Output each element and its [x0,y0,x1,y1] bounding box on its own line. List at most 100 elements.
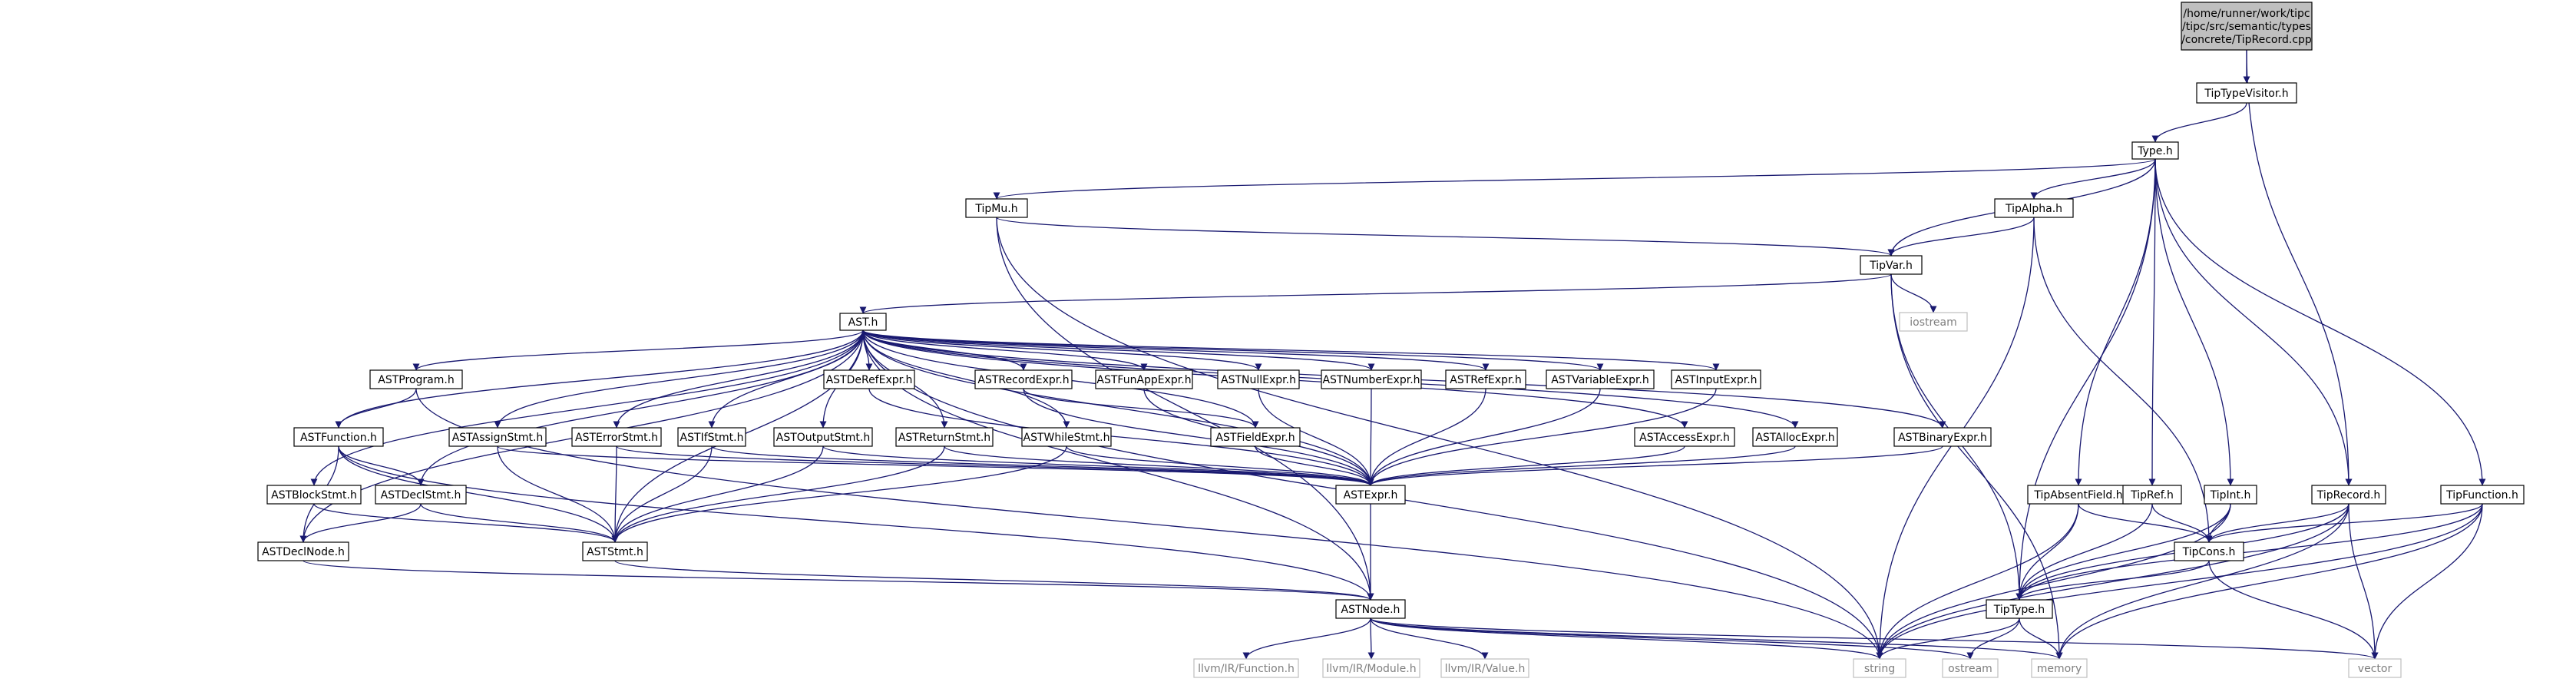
edge-TipType-to-ostream [1966,617,2020,660]
node-TipTypeVisitor[interactable]: TipTypeVisitor.h [2196,82,2297,104]
node-label-root: /home/runner/work/tipc [2183,8,2310,20]
node-ASTIfStmt[interactable]: ASTIfStmt.h [677,427,746,447]
node-TipAlpha[interactable]: TipAlpha.h [1994,198,2074,218]
node-TipRef[interactable]: TipRef.h [2122,485,2182,505]
node-label-TipRecord: TipRecord.h [2316,489,2381,502]
edges-layer [299,49,2486,660]
node-box-ASTDeclNode [257,541,349,561]
node-ASTProgram[interactable]: ASTProgram.h [369,369,463,389]
node-box-ASTFunction [293,427,384,447]
node-ASTAssignStmt[interactable]: ASTAssignStmt.h [448,427,547,447]
edge-TipFunction-to-string [1876,503,2483,660]
node-ASTAccessExpr[interactable]: ASTAccessExpr.h [1634,427,1735,447]
node-ASTErrorStmt[interactable]: ASTErrorStmt.h [571,427,662,447]
node-ASTAllocExpr[interactable]: ASTAllocExpr.h [1752,427,1838,447]
node-ASTBinaryExpr[interactable]: ASTBinaryExpr.h [1893,427,1992,447]
node-TipType[interactable]: TipType.h [1986,599,2053,619]
edge-ASTDeclStmt-to-ASTStmt [420,503,619,543]
node-box-root [2181,2,2313,51]
node-label-Type: Type.h [2137,145,2172,157]
edge-ASTAccessExpr-to-ASTExpr [1367,445,1685,486]
node-ASTNode[interactable]: ASTNode.h [1335,599,1406,619]
node-ASTDeclStmt[interactable]: ASTDeclStmt.h [375,485,467,505]
edge-TipRef-to-TipCons [2151,503,2213,543]
node-label-TipAbsentField: TipAbsentField.h [2033,489,2122,502]
node-ASTStmt[interactable]: ASTStmt.h [582,541,648,561]
node-box-ASTRefExpr [1445,369,1526,389]
node-box-llvmValue [1440,658,1529,678]
node-ASTOutputStmt[interactable]: ASTOutputStmt.h [773,427,873,447]
edge-AST-to-ASTBlockStmt [310,329,864,486]
node-TipVar[interactable]: TipVar.h [1860,255,1923,275]
node-label-ASTReturnStmt: ASTReturnStmt.h [898,432,990,444]
node-TipMu[interactable]: TipMu.h [965,198,1028,218]
edge-root-to-TipRecord [2246,49,2353,486]
edge-ASTDeclNode-to-ASTNode [303,560,1374,601]
node-ASTWhileStmt[interactable]: ASTWhileStmt.h [1021,427,1112,447]
node-box-ASTBinaryExpr [1893,427,1992,447]
edge-TipFunction-to-memory [2055,503,2483,660]
node-label-TipMu: TipMu.h [974,203,1017,215]
node-label-ASTVariableExpr: ASTVariableExpr.h [1551,374,1649,386]
node-label-ASTIfStmt: ASTIfStmt.h [680,432,744,444]
node-box-ASTProgram [369,369,463,389]
node-box-ASTDeRefExpr [823,369,915,389]
node-label-root: /tipc/src/semantic/types [2182,21,2311,33]
node-ASTFieldExpr[interactable]: ASTFieldExpr.h [1210,427,1301,447]
node-box-TipTypeVisitor [2196,82,2297,104]
node-AST[interactable]: AST.h [839,313,887,331]
node-ASTDeclNode[interactable]: ASTDeclNode.h [257,541,349,561]
edge-TipCons-to-TipType [2015,560,2210,601]
node-Type[interactable]: Type.h [2131,141,2179,160]
edge-ASTFieldExpr-to-ASTExpr [1255,445,1374,486]
edge-ASTNode-to-string [1370,617,1883,660]
node-ASTRecordExpr[interactable]: ASTRecordExpr.h [974,369,1073,389]
node-label-root: /concrete/TipRecord.cpp [2181,34,2312,46]
edge-AST-to-ASTFunction [335,329,864,429]
edge-TipRecord-to-memory [2055,503,2349,660]
edge-ASTNode-to-llvmValue [1370,617,1489,660]
node-label-llvmValue: llvm/IR/Value.h [1445,663,1526,675]
node-label-ASTProgram: ASTProgram.h [378,374,454,386]
node-label-ASTErrorStmt: ASTErrorStmt.h [575,432,658,444]
node-TipRecord[interactable]: TipRecord.h [2311,485,2386,505]
node-ASTRefExpr[interactable]: ASTRefExpr.h [1445,369,1526,389]
node-ASTFunction[interactable]: ASTFunction.h [293,427,384,447]
node-ASTBlockStmt[interactable]: ASTBlockStmt.h [266,485,362,505]
node-TipCons[interactable]: TipCons.h [2174,541,2244,561]
node-TipFunction[interactable]: TipFunction.h [2440,485,2525,505]
node-box-ASTAssignStmt [448,427,547,447]
node-label-ostream: ostream [1948,663,1992,675]
edge-Type-to-TipType [2015,158,2156,601]
edge-Type-to-TipFunction [2154,158,2486,486]
node-label-ASTFieldExpr: ASTFieldExpr.h [1215,432,1295,444]
edge-ASTErrorStmt-to-ASTExpr [616,445,1374,486]
edge-TipTypeVisitor-to-Type [2151,102,2247,143]
edge-TipVar-to-AST [859,273,1892,314]
node-ASTReturnStmt[interactable]: ASTReturnStmt.h [895,427,994,447]
node-box-ASTWhileStmt [1021,427,1112,447]
edge-Type-to-TipRef [2148,158,2156,486]
edge-AST-to-ASTRefExpr [862,329,1490,371]
node-ASTDeRefExpr[interactable]: ASTDeRefExpr.h [823,369,915,389]
edge-ASTRecordExpr-to-ASTFieldExpr [1023,388,1259,429]
edge-TipType-to-memory [2019,617,2063,660]
node-ASTExpr[interactable]: ASTExpr.h [1335,485,1406,505]
node-label-ASTNode: ASTNode.h [1341,604,1400,616]
node-TipAbsentField[interactable]: TipAbsentField.h [2027,485,2130,505]
node-llvmFunction: llvm/IR/Function.h [1193,658,1299,678]
node-ASTNumberExpr[interactable]: ASTNumberExpr.h [1321,369,1422,389]
edge-AST-to-ASTInputExpr [862,329,1720,371]
edge-TipMu-to-TipVar [996,217,1895,257]
node-ASTNullExpr[interactable]: ASTNullExpr.h [1217,369,1300,389]
node-label-ASTDeclStmt: ASTDeclStmt.h [381,489,461,502]
node-ASTInputExpr[interactable]: ASTInputExpr.h [1671,369,1761,389]
node-box-TipCons [2174,541,2244,561]
node-root[interactable]: /home/runner/work/tipc/tipc/src/semantic… [2181,2,2313,51]
edge-Type-to-TipAbsentField [2075,158,2156,486]
edge-ASTBinaryExpr-to-ASTExpr [1367,445,1943,486]
node-ASTVariableExpr[interactable]: ASTVariableExpr.h [1546,369,1655,389]
node-TipInt[interactable]: TipInt.h [2204,485,2257,505]
node-ASTFunAppExpr[interactable]: ASTFunAppExpr.h [1095,369,1193,389]
edge-ASTVariableExpr-to-ASTExpr [1367,388,1601,486]
